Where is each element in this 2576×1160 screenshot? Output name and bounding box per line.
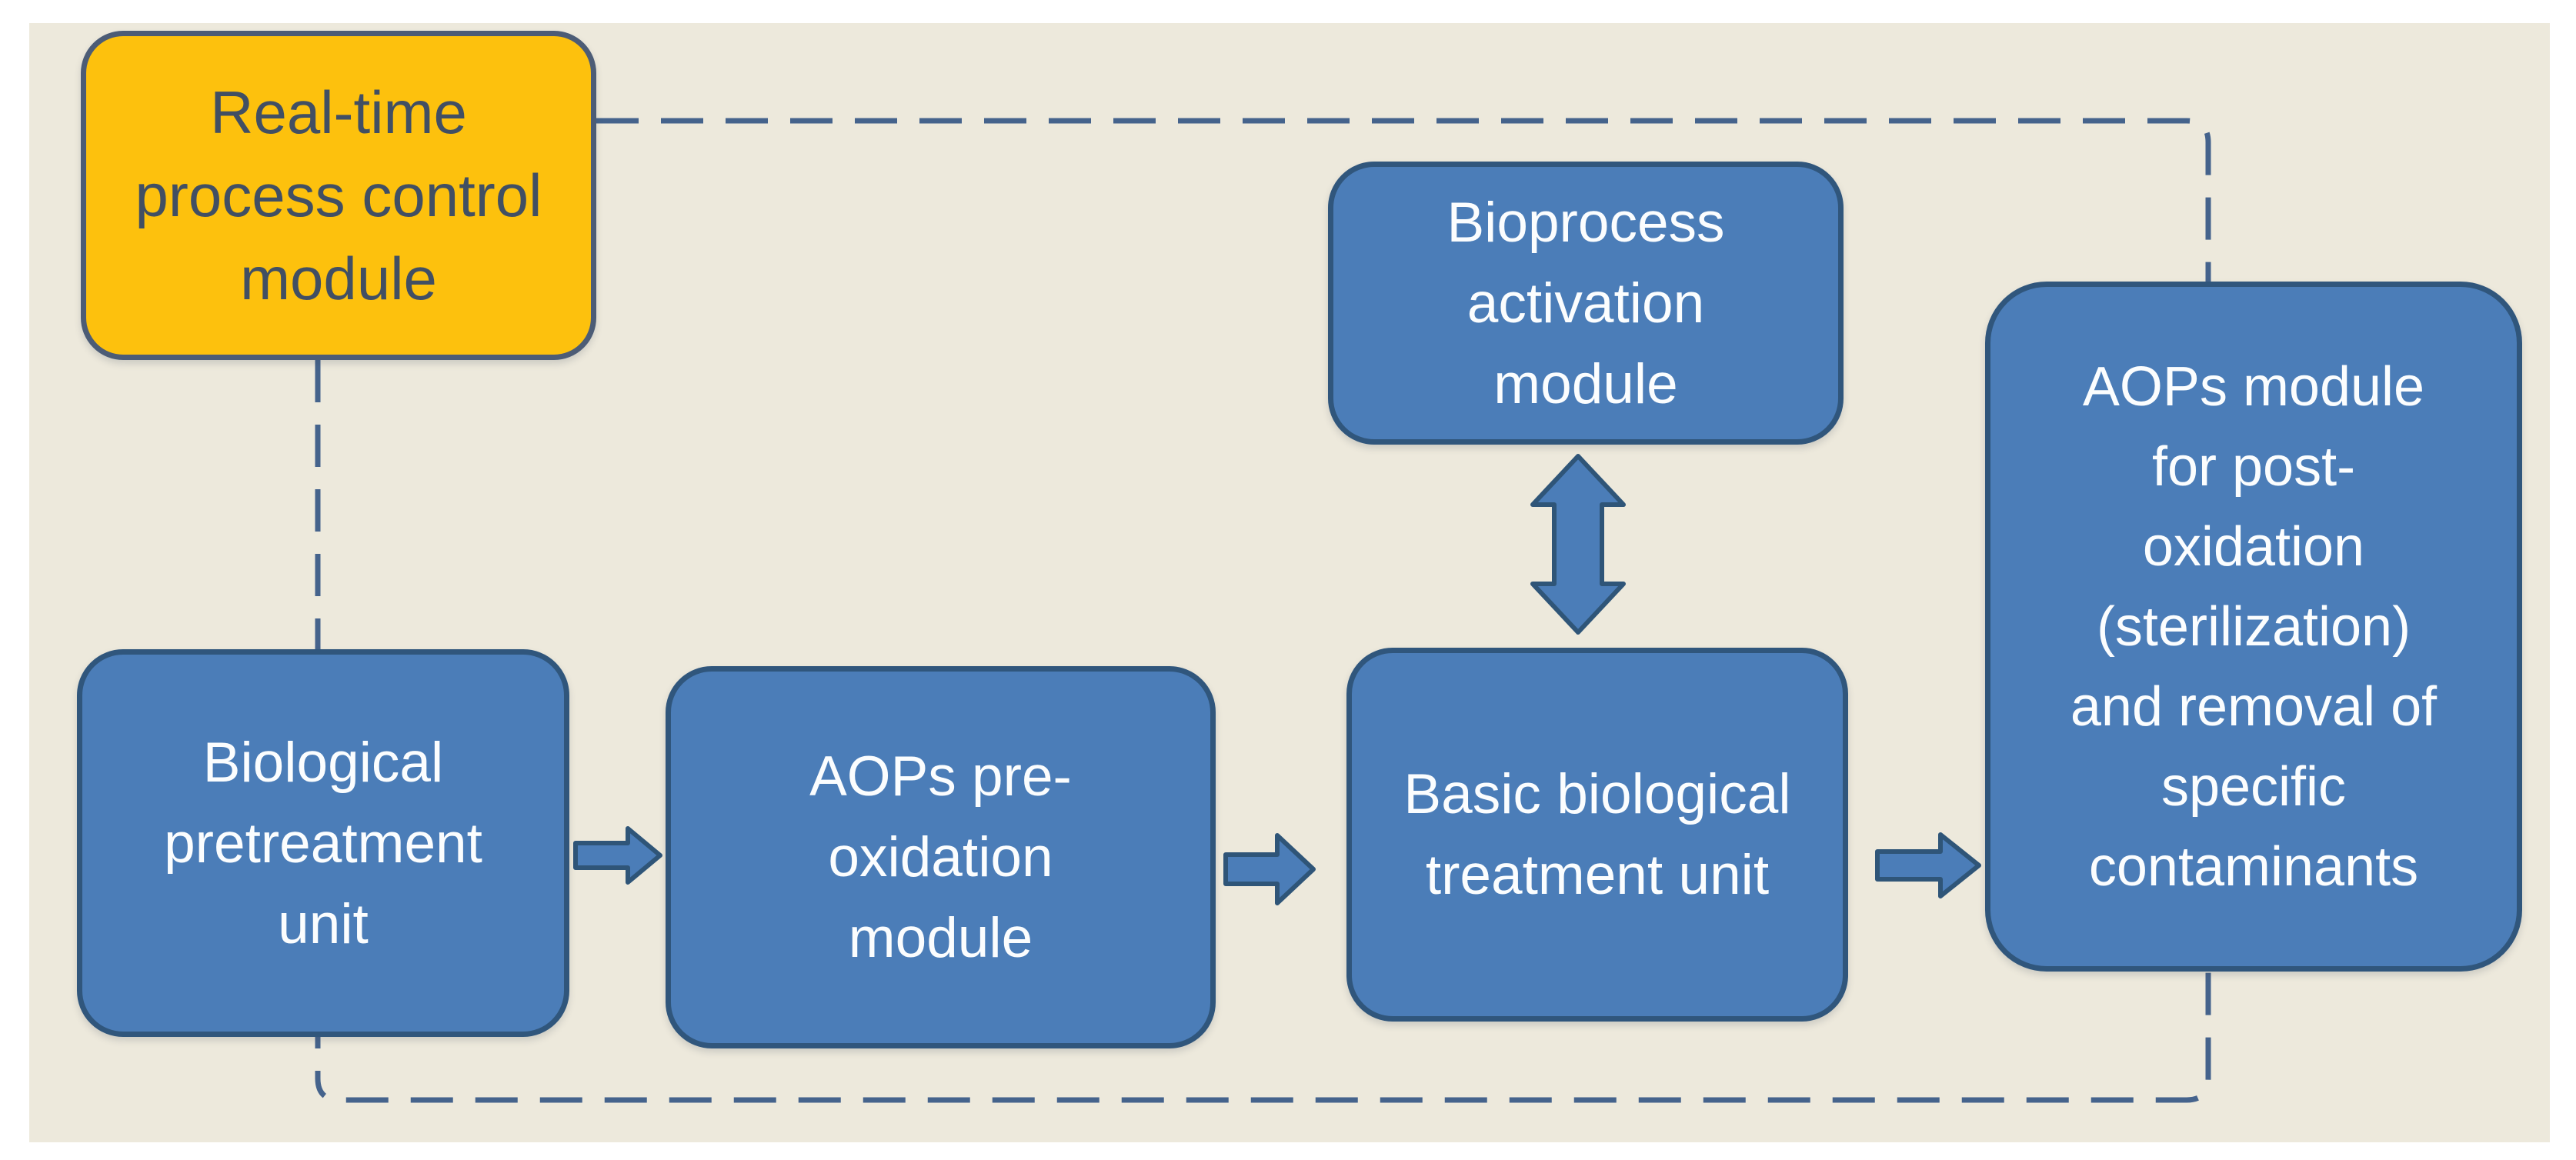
node-bioprocess-activation-module: Bioprocess activation module <box>1328 162 1844 445</box>
node-label: Basic biological treatment unit <box>1403 763 1791 906</box>
node-real-time-process-control-module: Real-time process control module <box>81 31 596 360</box>
arrow-aops-pre-to-basic <box>1223 833 1316 905</box>
node-label: Real-time process control module <box>135 78 542 312</box>
node-label: AOPs pre- oxidation module <box>809 745 1072 969</box>
node-aops-pre-oxidation-module: AOPs pre- oxidation module <box>666 666 1216 1048</box>
node-label: Biological pretreatment unit <box>164 731 482 955</box>
dashed-control-loop-path <box>315 118 2211 1103</box>
node-label: Bioprocess activation module <box>1446 191 1725 415</box>
node-aops-post-oxidation-module: AOPs module for post- oxidation (sterili… <box>1985 282 2522 972</box>
arrow-basic-to-aops-post <box>1875 832 1981 898</box>
node-biological-pretreatment-unit: Biological pretreatment unit <box>77 649 569 1037</box>
node-basic-biological-treatment-unit: Basic biological treatment unit <box>1346 648 1848 1022</box>
double-arrow-bioprocess-basic <box>1530 454 1626 635</box>
node-label: AOPs module for post- oxidation (sterili… <box>2070 355 2438 898</box>
arrow-pretreatment-to-aops-pre <box>573 826 662 885</box>
